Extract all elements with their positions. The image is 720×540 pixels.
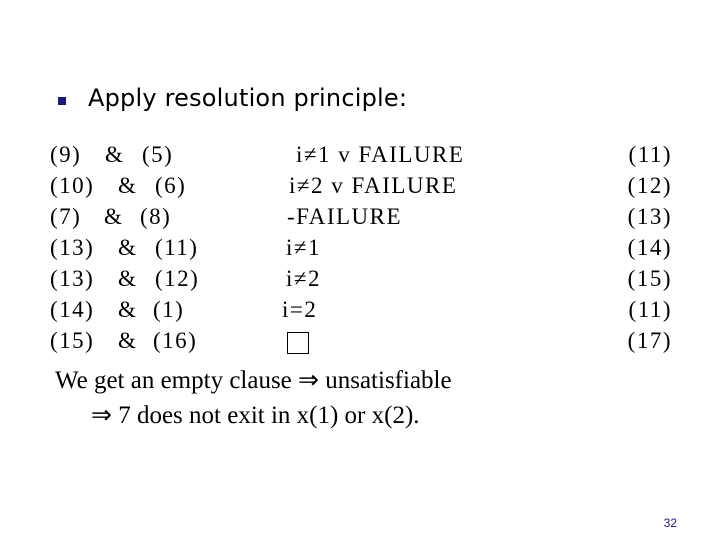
clause-a: (7) [50,204,82,229]
resolution-row: (14) & (1) i=2 (11) [0,297,720,327]
clause-b: (6) [155,173,187,198]
resolvent: i≠2 [286,266,322,291]
and-symbol: & [118,297,138,322]
clause-a: (10) [50,173,95,198]
resolution-row: (15) & (16) (17) [0,328,720,358]
conclusion-line-1: We get an empty clause ⇒ unsatisfiable [55,367,452,394]
clause-a: (9) [50,142,82,167]
and-symbol: & [118,328,138,353]
page-number: 32 [663,516,677,530]
clause-ref: (11) [628,297,672,322]
resolvent: i=2 [282,297,318,322]
clause-a: (13) [50,266,95,291]
resolution-row: (10) & (6) i≠2 v FAILURE (12) [0,173,720,203]
and-symbol: & [118,173,138,198]
and-symbol: & [105,142,125,167]
resolution-row: (7) & (8) -FAILURE (13) [0,204,720,234]
bullet-icon [58,97,66,105]
clause-ref: (14) [627,235,672,260]
clause-a: (14) [50,297,95,322]
clause-b: (5) [142,142,174,167]
and-symbol: & [118,235,138,260]
clause-a: (13) [50,235,95,260]
slide-heading: Apply resolution principle: [88,84,408,112]
clause-ref: (12) [627,173,672,198]
resolution-row: (13) & (12) i≠2 (15) [0,266,720,296]
resolution-row: (13) & (11) i≠1 (14) [0,235,720,265]
clause-b: (8) [140,204,172,229]
clause-ref: (11) [628,142,672,167]
clause-b: (1) [153,297,185,322]
and-symbol: & [104,204,124,229]
resolvent: i≠2 v FAILURE [289,173,458,198]
empty-clause-box [287,328,309,360]
clause-ref: (17) [627,328,672,353]
clause-ref: (15) [627,266,672,291]
and-symbol: & [118,266,138,291]
clause-b: (11) [155,235,199,260]
clause-b: (16) [153,328,198,353]
resolvent: -FAILURE [287,204,403,229]
clause-ref: (13) [627,204,672,229]
clause-b: (12) [155,266,200,291]
conclusion-line-2: ⇒ 7 does not exit in x(1) or x(2). [91,402,420,429]
resolvent: i≠1 v FAILURE [296,142,465,167]
resolvent: i≠1 [286,235,322,260]
resolution-row: (9) & (5) i≠1 v FAILURE (11) [0,142,720,172]
clause-a: (15) [50,328,95,353]
